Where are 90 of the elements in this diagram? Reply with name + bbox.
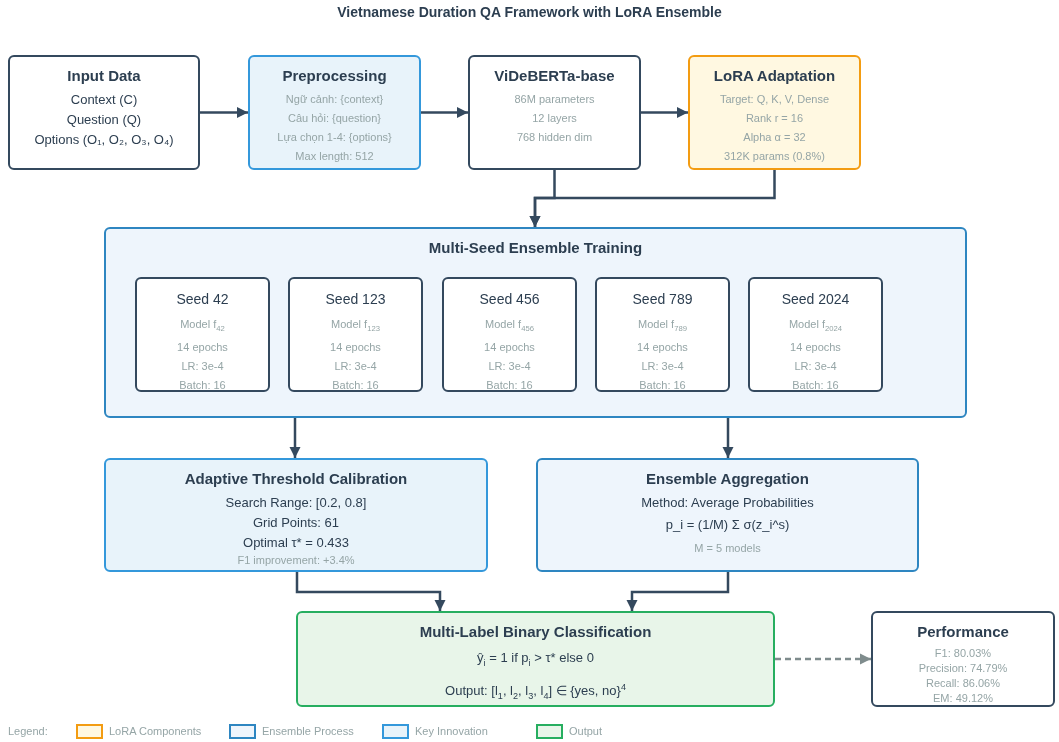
box-text: 14 epochs [790,340,841,356]
box-text: Question (Q) [66,111,142,129]
box-text: ŷ$_{i}$ = 1 if p$_{i}$ > τ* else 0 [477,649,594,670]
box-text: 312K params (0.8%) [724,149,825,164]
process-box [536,458,919,572]
box-heading: Seed 123 [325,291,386,307]
box-text: Model f$_{2024}$ [788,317,843,336]
arrow [421,106,468,119]
box-text: Alpha α = 32 [743,130,806,145]
box-text: Grid Points: 61 [253,514,339,532]
box-text: EM: 49.12% [933,691,993,706]
box-text: 14 epochs [330,340,381,356]
process-box [688,55,861,170]
box-heading: Seed 456 [479,291,540,307]
seed-box [288,277,423,392]
diagram-title: Vietnamese Duration QA Framework with LoRA Ensemble [336,4,723,20]
box-heading: Performance [917,623,1009,640]
box-text: Batch: 16 [332,378,379,394]
arrow [295,572,446,611]
box-text: Recall: 86.06% [926,676,1000,691]
box-heading: LoRA Adaptation [713,67,836,84]
box-text: LR: 3e-4 [334,359,377,375]
box-text: Câu hỏi: {question} [288,111,381,126]
box-text: p_i = (1/M) Σ σ(z_i^s) [665,516,790,534]
box-heading: Adaptive Threshold Calibration [184,470,408,487]
box-text: Precision: 74.79% [918,661,1008,676]
output-box [296,611,775,707]
box-text: Model f$_{456}$ [485,317,534,336]
process-box [468,55,641,170]
box-heading: Seed 789 [632,291,693,307]
box-text: Rank r = 16 [745,111,804,126]
box-text: 14 epochs [484,340,535,356]
arrow [289,418,301,458]
arrow [775,653,871,665]
box-heading: Seed 2024 [781,291,850,307]
box-text: Ngữ cảnh: {context} [285,92,384,107]
legend-label: Output [569,725,603,737]
box-text: F1: 80.03% [934,646,992,661]
box-text: LR: 3e-4 [641,359,684,375]
box-text: LR: 3e-4 [181,359,224,375]
seed-box [748,277,883,392]
box-text: 86M parameters [514,92,595,107]
box-text: M = 5 models [694,541,761,556]
arrow [200,106,248,119]
seed-box [442,277,577,392]
arrow [626,572,730,611]
box-text: Lựa chọn 1-4: {options} [277,130,392,145]
box-text: LR: 3e-4 [794,359,837,375]
box-text: Model f$_{123}$ [331,317,380,336]
seed-box [595,277,730,392]
arrow [641,106,688,119]
box-text: Optimal τ* = 0.433 [243,534,349,552]
box-text: Search Range: [0.2, 0.8] [225,494,367,512]
box-text: Method: Average Probabilities [641,494,814,512]
box-text: LR: 3e-4 [488,359,531,375]
box-text: Context (C) [70,91,138,109]
legend-label: Key Innovation [415,725,488,737]
legend-title: Legend: [8,725,48,737]
box-text: 768 hidden dim [516,130,593,145]
process-box [104,458,488,572]
box-heading: Seed 42 [176,291,229,307]
box-heading: ViDeBERTa-base [494,67,615,84]
box-text: Model f$_{42}$ [180,317,225,336]
box-text: 14 epochs [177,340,228,356]
box-text: Model f$_{789}$ [638,317,687,336]
box-text: Target: Q, K, V, Dense [719,92,829,107]
box-heading: Preprocessing [282,67,387,84]
box-heading: Input Data [67,67,141,84]
arrow [529,170,776,227]
box-heading: Multi-Seed Ensemble Training [428,239,643,256]
legend-label: LoRA Components [109,725,202,737]
box-heading: Ensemble Aggregation [646,470,809,487]
box-text: Batch: 16 [792,378,839,394]
box-heading: Multi-Label Binary Classification [419,623,652,640]
box-text: Batch: 16 [639,378,686,394]
box-text: Options (O₁, O₂, O₃, O₄) [34,131,174,149]
process-box [8,55,200,170]
box-text: 12 layers [532,111,577,126]
process-box [248,55,421,170]
box-text: Max length: 512 [295,149,374,164]
box-text: F1 improvement: +3.4% [237,553,355,568]
result-box [871,611,1055,707]
box-text: Batch: 16 [486,378,533,394]
group-panel [104,227,967,418]
box-text: 14 epochs [637,340,688,356]
arrow [722,418,734,458]
box-text: Batch: 16 [179,378,226,394]
legend-label: Ensemble Process [262,725,354,737]
box-text: Output: [l$_{1}$, l$_{2}$, l$_{3}$, l$_{4}$] ∈ {yes, no}$^{4}$ [445,680,626,703]
seed-box [135,277,270,392]
